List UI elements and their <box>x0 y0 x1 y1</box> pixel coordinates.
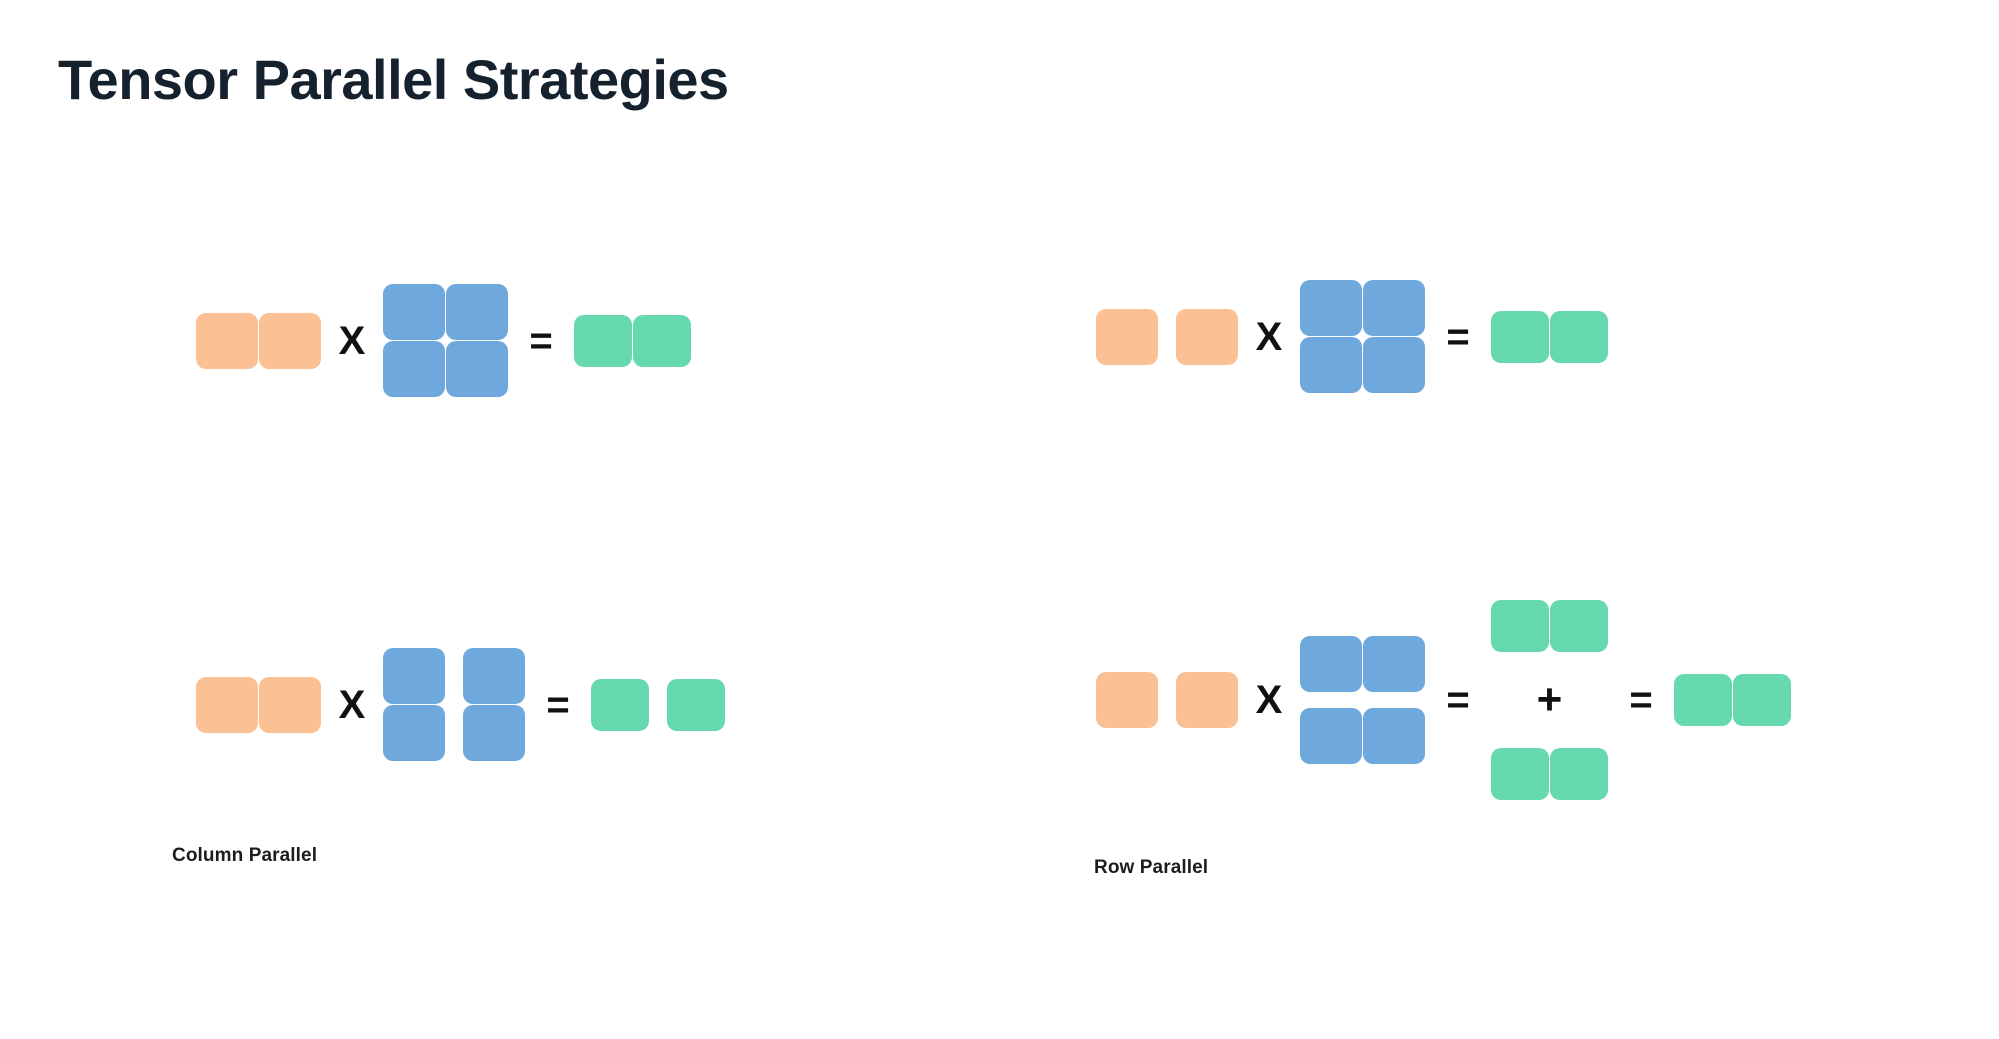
matrix-row <box>1491 310 1608 363</box>
matrix-cell-input <box>1096 672 1158 728</box>
matrix-row <box>383 341 508 397</box>
matrix-cell-input <box>196 676 258 733</box>
equals-operator: = <box>546 682 570 727</box>
matrix-cell-output <box>1550 310 1608 363</box>
matrix-row <box>1300 280 1425 336</box>
matrix-cell-input <box>196 312 258 369</box>
diagram-row-parallel-sharded: X = + = <box>1096 600 1791 800</box>
page-title: Tensor Parallel Strategies <box>58 48 729 111</box>
input-activation-matrix-sharded <box>1096 308 1238 365</box>
plus-operator: + <box>1536 675 1563 724</box>
matrix-cell-weight <box>1363 337 1425 393</box>
partial-results-stack: + <box>1491 600 1608 800</box>
matrix-cell-weight <box>383 705 445 761</box>
matrix-cell-input <box>259 676 321 733</box>
equals-operator: = <box>529 318 553 363</box>
diagram-column-parallel-unsharded: X = <box>196 284 691 397</box>
weight-matrix <box>1300 280 1425 393</box>
matrix-cell-input <box>259 312 321 369</box>
matrix-row <box>591 678 725 731</box>
matrix-cell-partial-output <box>1550 600 1608 652</box>
input-activation-matrix <box>196 676 321 733</box>
matrix-cell-weight <box>1300 636 1362 692</box>
matrix-cell-output <box>591 678 649 731</box>
matrix-cell-output <box>574 314 632 367</box>
multiply-operator: X <box>338 318 366 363</box>
matrix-row <box>574 314 691 367</box>
matrix-row <box>196 676 321 733</box>
matrix-cell-input <box>1176 672 1238 728</box>
matrix-cell-output <box>667 678 725 731</box>
matrix-cell-weight <box>446 284 508 340</box>
matrix-cell-weight <box>1300 337 1362 393</box>
matrix-row <box>383 705 525 761</box>
matrix-cell-output <box>1733 674 1791 726</box>
matrix-row <box>1674 674 1791 726</box>
matrix-cell-weight <box>383 284 445 340</box>
matrix-cell-weight <box>1300 280 1362 336</box>
weight-matrix-row-sharded <box>1300 636 1425 764</box>
caption-column-parallel: Column Parallel <box>172 845 318 866</box>
matrix-cell-output <box>1491 310 1549 363</box>
output-matrix <box>574 314 691 367</box>
matrix-cell-partial-output <box>1491 600 1549 652</box>
matrix-row <box>1096 672 1238 728</box>
equals-operator-final: = <box>1629 678 1653 722</box>
matrix-cell-weight <box>1363 708 1425 764</box>
partial-output-matrix-2 <box>1491 748 1608 800</box>
matrix-cell-partial-output <box>1550 748 1608 800</box>
matrix-row <box>1096 308 1238 365</box>
matrix-cell-weight <box>446 341 508 397</box>
weight-matrix-column-sharded <box>383 648 525 761</box>
matrix-cell-weight <box>1300 708 1362 764</box>
weight-matrix <box>383 284 508 397</box>
input-activation-matrix <box>196 312 321 369</box>
diagram-column-parallel-sharded: X = <box>196 648 725 761</box>
matrix-row <box>1300 337 1425 393</box>
multiply-operator: X <box>1255 314 1283 359</box>
partial-output-matrix-1 <box>1491 600 1608 652</box>
matrix-row <box>383 648 525 704</box>
matrix-cell-weight <box>463 648 525 704</box>
multiply-operator: X <box>338 682 366 727</box>
matrix-cell-input <box>1096 308 1158 365</box>
matrix-cell-weight <box>383 648 445 704</box>
multiply-operator: X <box>1255 678 1283 722</box>
diagram-row-parallel-unsharded: X = <box>1096 280 1608 393</box>
matrix-cell-weight <box>463 705 525 761</box>
matrix-row <box>1491 600 1608 652</box>
matrix-row <box>1491 748 1608 800</box>
input-activation-matrix-sharded <box>1096 672 1238 728</box>
matrix-cell-partial-output <box>1491 748 1549 800</box>
caption-row-parallel: Row Parallel <box>1094 857 1209 878</box>
matrix-row <box>383 284 508 340</box>
output-matrix <box>1491 310 1608 363</box>
output-matrix-column-sharded <box>591 678 725 731</box>
matrix-cell-weight <box>383 341 445 397</box>
matrix-cell-weight <box>1363 636 1425 692</box>
matrix-cell-input <box>1176 308 1238 365</box>
matrix-row <box>1300 708 1425 764</box>
matrix-cell-output <box>1674 674 1732 726</box>
final-output-matrix <box>1674 674 1791 726</box>
equals-operator: = <box>1446 678 1470 722</box>
matrix-row <box>1300 636 1425 692</box>
matrix-cell-weight <box>1363 280 1425 336</box>
matrix-row <box>196 312 321 369</box>
matrix-cell-output <box>633 314 691 367</box>
equals-operator: = <box>1446 314 1470 359</box>
